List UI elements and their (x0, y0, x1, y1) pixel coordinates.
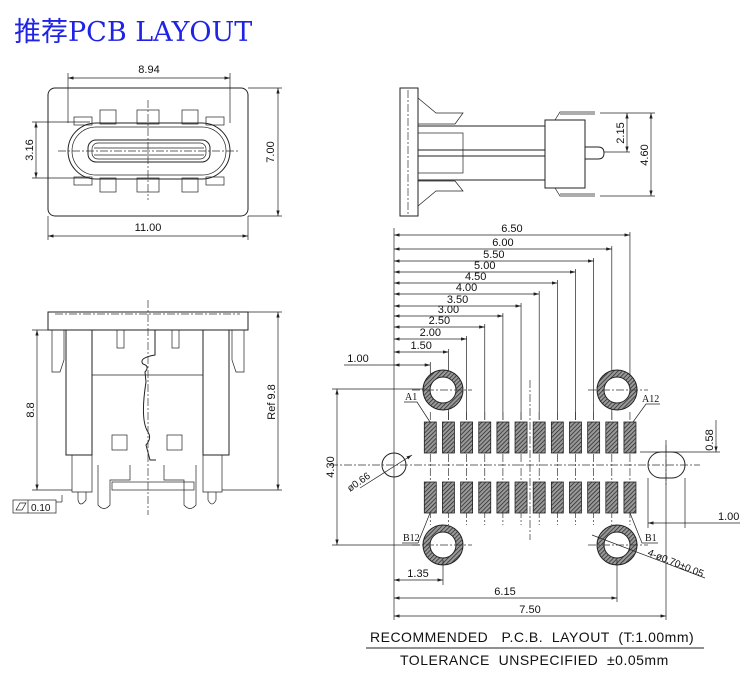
smd-pad (569, 481, 582, 514)
hole-spec-label: 4-ø0.70±0.05 (646, 548, 706, 581)
dim-height-inner: 3.16 (24, 139, 36, 160)
pin-label-a1: A1 (405, 392, 417, 403)
dim-pin-offset: 2.15 (615, 122, 627, 143)
dim-hole-offset: 1.35 (407, 568, 428, 580)
pitch-dim-label: 1.50 (411, 340, 432, 352)
smd-pad (423, 421, 437, 454)
dim-width-inner: 8.94 (138, 64, 159, 76)
dim-ref-height: Ref 9.8 (266, 384, 278, 419)
pitch-dim-label: 1.00 (347, 353, 368, 365)
smd-pad (623, 421, 637, 454)
dim-row-span: 4.30 (325, 456, 337, 477)
smd-pad (442, 481, 455, 514)
smd-pad (605, 421, 619, 454)
side-view: 2.15 4.60 (399, 87, 655, 217)
smd-pad (423, 481, 437, 514)
smd-pad (460, 421, 474, 454)
pitch-dim-label: 6.00 (492, 237, 513, 249)
pitch-dim-label: 2.50 (429, 315, 450, 327)
page-title: 推荐PCB LAYOUT (14, 17, 253, 48)
smd-pad (532, 421, 546, 454)
pitch-dim-label: 4.00 (456, 282, 477, 294)
smd-pad (605, 481, 619, 514)
flatness-callout: 0.10 (12, 495, 63, 514)
smd-pad (550, 481, 564, 514)
smd-pad (514, 481, 528, 514)
smd-pad (569, 421, 582, 454)
footer-tolerance: TOLERANCE UNSPECIFIED ±0.05mm (400, 652, 669, 668)
front-view: 8.8 Ref 9.8 0.10 (12, 300, 282, 515)
smd-pad (496, 481, 510, 514)
dim-width-outer: 11.00 (135, 222, 162, 234)
dim-slot-width: 1.00 (718, 511, 739, 523)
dim-overall-width: 7.50 (519, 604, 540, 616)
smd-pad (514, 421, 528, 454)
locating-hole (381, 452, 407, 478)
smd-pad (550, 421, 564, 454)
dim-height: 8.8 (25, 402, 37, 417)
pin-label-a12: A12 (642, 394, 659, 405)
pitch-dim-label: 5.50 (483, 249, 504, 261)
smd-pad (587, 421, 601, 454)
pitch-dim-label: 6.50 (501, 223, 522, 235)
smd-pad (442, 421, 455, 454)
dim-pad-height: 0.58 (704, 429, 716, 450)
flatness-value: 0.10 (31, 503, 51, 514)
flatness-icon (15, 502, 27, 511)
smd-pad (532, 481, 546, 514)
dim-pin-span: 4.60 (639, 144, 651, 165)
dim-height-outer: 7.00 (265, 141, 277, 162)
pitch-dim-label: 3.50 (447, 294, 468, 306)
pitch-dim-label: 2.00 (420, 327, 441, 339)
smd-pad (587, 481, 601, 514)
dim-hole-span: 6.15 (494, 586, 515, 598)
pcb-layout: 1.001.502.002.503.003.504.004.505.005.50… (325, 223, 740, 620)
smd-pad (478, 481, 492, 514)
pitch-dim-label: 5.00 (474, 260, 495, 272)
pitch-dim-label: 4.50 (465, 271, 486, 283)
smd-pad (460, 481, 474, 514)
footer-title: RECOMMENDED P.C.B. LAYOUT (T:1.00mm) (370, 629, 694, 645)
smd-pad (478, 421, 492, 454)
pin-label-b1: B1 (645, 533, 657, 544)
smd-pad (496, 421, 510, 454)
mounting-hole (596, 524, 638, 566)
top-view: 8.94 11.00 7.00 3.16 (24, 64, 282, 240)
smd-pad (623, 481, 637, 514)
pin-label-b12: B12 (403, 533, 420, 544)
